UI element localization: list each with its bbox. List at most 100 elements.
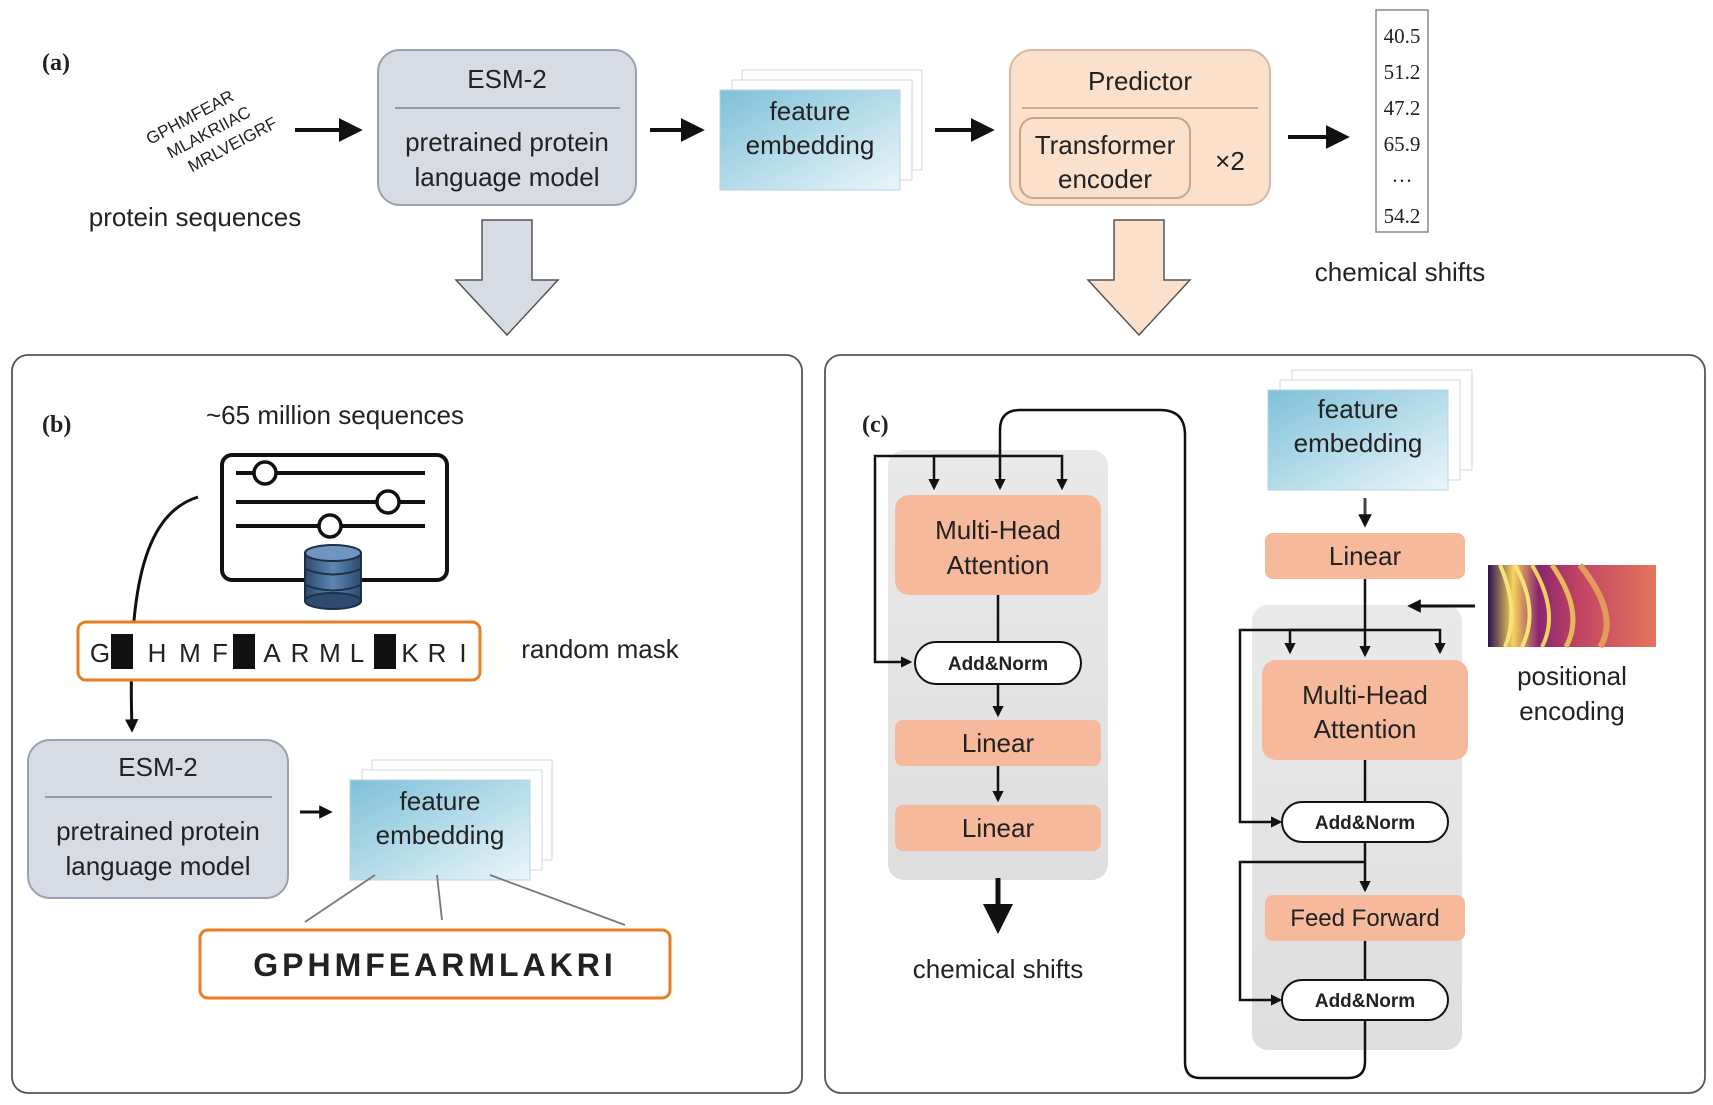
predictor-title: Predictor <box>1088 66 1192 96</box>
right-linear-box <box>1265 533 1465 579</box>
right-addnorm1-label: Add&Norm <box>1315 813 1415 834</box>
masked-sequence: G H M F A R M L K R I <box>76 620 482 682</box>
left-linear2-box <box>895 805 1101 851</box>
panel-c-label: (c) <box>862 412 889 438</box>
positional-encoding-image <box>1488 563 1656 649</box>
mask-block-3 <box>374 634 396 669</box>
shift-value-2: 51.2 <box>1384 60 1421 84</box>
training-card <box>220 453 449 610</box>
shifts-vector: 40.5 51.2 47.2 65.9 … 54.2 <box>1375 9 1429 233</box>
masked-token-1: G <box>90 638 110 668</box>
panel-b-label: (b) <box>42 412 71 438</box>
right-linear-label: Linear <box>1329 541 1402 571</box>
embed-line1-b: feature <box>400 786 481 816</box>
feed-forward-box <box>1265 895 1465 941</box>
masked-token-9: M <box>319 638 341 668</box>
embed-line2-c: embedding <box>1294 428 1423 458</box>
full-sequence: GPHMFEARMLAKRI <box>253 947 617 983</box>
esm-box-a: ESM-2 pretrained protein language model <box>377 49 637 206</box>
slider-knob-3 <box>317 513 343 539</box>
mask-block-1 <box>111 634 133 669</box>
transformer-encoder-box <box>1019 117 1191 199</box>
connector-line-3 <box>489 874 626 926</box>
esm-title-a: ESM-2 <box>467 64 546 94</box>
panel-c: (c) feature embedding Linear positional … <box>824 354 1706 1094</box>
esm-line2-a: language model <box>414 162 599 192</box>
slider-icon <box>252 460 278 486</box>
mask-caption: random mask <box>521 634 679 664</box>
left-residual <box>873 454 1000 668</box>
shift-value-3: 47.2 <box>1384 96 1421 120</box>
panel-a: (a) GPHMFEAR MLAKRIIAC MRLVEIGRF protein… <box>42 9 1486 337</box>
pos-line2: encoding <box>1519 696 1625 726</box>
predictor-box: Predictor Transformer encoder ×2 <box>1009 49 1271 206</box>
shift-value-last: 54.2 <box>1384 204 1421 228</box>
embed-stack-a: feature embedding <box>719 69 923 191</box>
left-mha-line2: Attention <box>947 550 1050 580</box>
sequence-stack: GPHMFEAR MLAKRIIAC MRLVEIGRF <box>143 87 280 177</box>
pos-line1: positional <box>1517 661 1627 691</box>
panel-b: (b) ~65 million sequences G <box>11 354 803 1094</box>
shifts-caption: chemical shifts <box>1315 257 1486 287</box>
masked-token-3: H <box>148 638 167 668</box>
left-addnorm-label: Add&Norm <box>948 654 1048 675</box>
arrow-data-to-esm <box>124 495 199 733</box>
panel-b-frame <box>11 354 803 1094</box>
embed-stack-c: feature embedding <box>1267 369 1473 491</box>
esm-box-b: ESM-2 pretrained protein language model <box>27 739 289 899</box>
transformer-line2: encoder <box>1058 164 1152 194</box>
transformer-line1: Transformer <box>1035 130 1176 160</box>
embed-line2-b: embedding <box>376 820 505 850</box>
right-mha-line1: Multi-Head <box>1302 680 1428 710</box>
right-branch-right <box>1365 628 1446 655</box>
left-mha-line1: Multi-Head <box>935 515 1061 545</box>
masked-token-8: R <box>291 638 310 668</box>
down-arrow-esm <box>454 219 560 337</box>
esm-line1-a: pretrained protein <box>405 127 609 157</box>
masked-token-14: I <box>459 638 466 668</box>
embed-line1-a: feature <box>770 96 851 126</box>
sequences-caption: protein sequences <box>89 202 301 232</box>
masked-token-12: K <box>401 638 419 668</box>
right-residual-2 <box>1238 860 1365 1006</box>
slider-knob-2 <box>375 489 401 515</box>
database-icon <box>304 544 362 610</box>
masked-token-13: R <box>428 638 447 668</box>
repeat-label: ×2 <box>1215 146 1245 176</box>
left-linear1-box <box>895 720 1101 766</box>
connector-line-1 <box>304 874 376 923</box>
mask-block-2 <box>233 634 255 669</box>
right-mha-line2: Attention <box>1314 714 1417 744</box>
shift-value-1: 40.5 <box>1384 24 1421 48</box>
full-sequence-frame <box>198 928 672 1000</box>
masked-token-10: L <box>350 638 364 668</box>
encoder-output-connector <box>994 408 1367 1080</box>
shifts-vector-frame <box>1375 9 1429 233</box>
right-mha-box <box>1262 660 1468 760</box>
right-residual-1 <box>1238 628 1365 828</box>
dataset-caption: ~65 million sequences <box>206 400 464 430</box>
shift-value-4: 65.9 <box>1384 132 1421 156</box>
esm-line2-b: language model <box>65 851 250 881</box>
right-addnorm2-label: Add&Norm <box>1315 991 1415 1012</box>
esm-line1-b: pretrained protein <box>56 816 260 846</box>
embed-line2-a: embedding <box>746 130 875 160</box>
panel-a-label: (a) <box>42 50 70 76</box>
down-arrow-predictor <box>1086 219 1192 337</box>
left-branch-right <box>1000 454 1068 491</box>
embed-stack-b: feature embedding <box>349 759 553 881</box>
left-mha-box <box>895 495 1101 595</box>
feed-forward-label: Feed Forward <box>1290 905 1439 932</box>
shift-value-ellipsis: … <box>1392 163 1413 187</box>
masked-token-4: M <box>179 638 201 668</box>
left-linear2-label: Linear <box>962 813 1035 843</box>
output-caption: chemical shifts <box>913 954 1084 984</box>
connector-line-2 <box>436 874 443 921</box>
masked-token-7: A <box>263 638 281 668</box>
masked-token-5: F <box>212 638 228 668</box>
left-linear1-label: Linear <box>962 728 1035 758</box>
embed-line1-c: feature <box>1318 394 1399 424</box>
esm-title-b: ESM-2 <box>118 752 197 782</box>
